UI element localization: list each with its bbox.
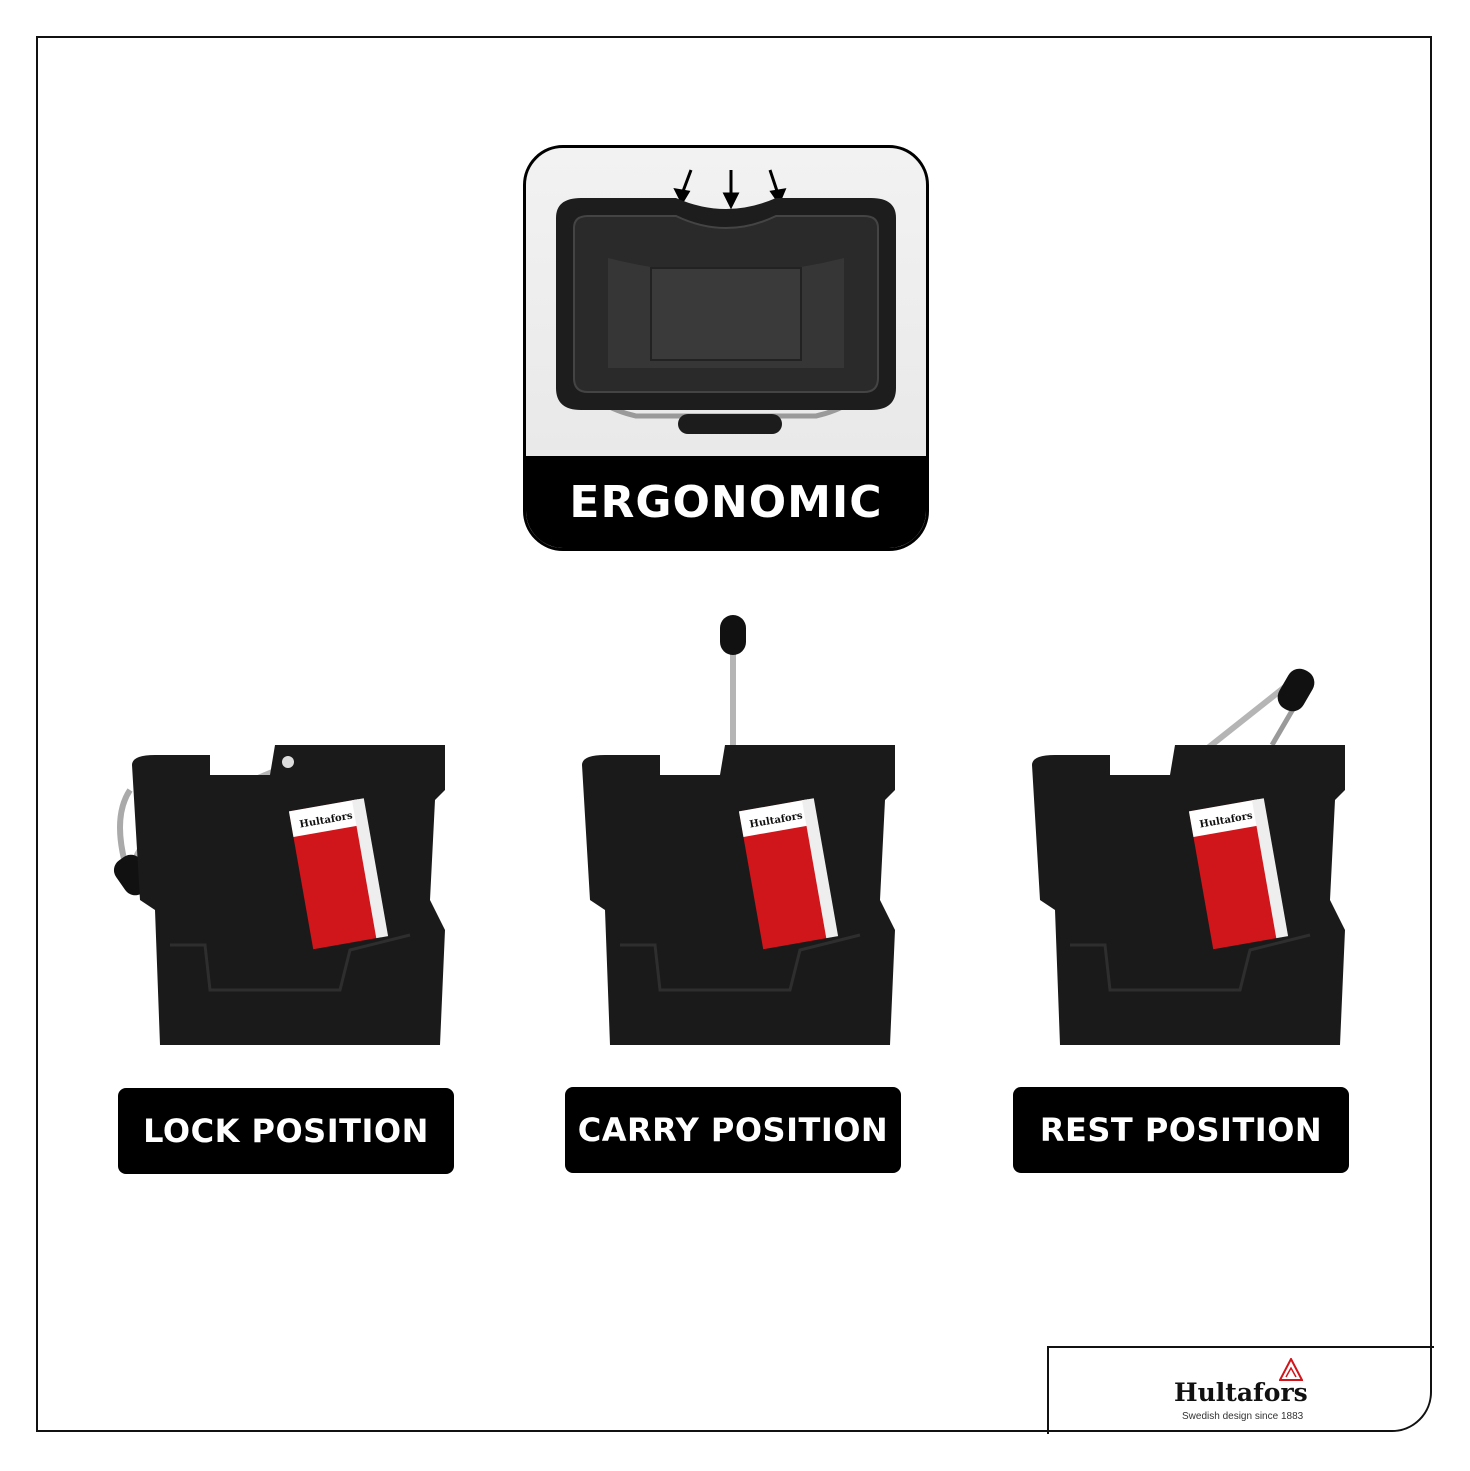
bucket-rest-image: Hultafors — [1032, 668, 1345, 1045]
lock-position-label: LOCK POSITION — [118, 1088, 454, 1174]
brand-name: Hultafors — [1174, 1378, 1308, 1407]
hultafors-logo-icon — [1279, 1358, 1303, 1381]
rest-position-label: REST POSITION — [1013, 1087, 1349, 1173]
down-arrow-icon — [673, 169, 787, 210]
ergonomic-card: ERGONOMIC — [523, 145, 929, 551]
bucket-lock-image: Hultafors — [113, 745, 445, 1045]
bucket-top-view-image — [556, 169, 896, 434]
carry-position-label: CARRY POSITION — [565, 1087, 901, 1173]
brand-tagline: Swedish design since 1883 — [1182, 1411, 1304, 1422]
bucket-carry-image: Hultafors — [582, 615, 895, 1045]
page-frame — [36, 36, 1432, 1432]
ergonomic-label: ERGONOMIC — [526, 456, 926, 548]
brand-logo-box: Hultafors Swedish design since 1883 — [1047, 1346, 1434, 1434]
